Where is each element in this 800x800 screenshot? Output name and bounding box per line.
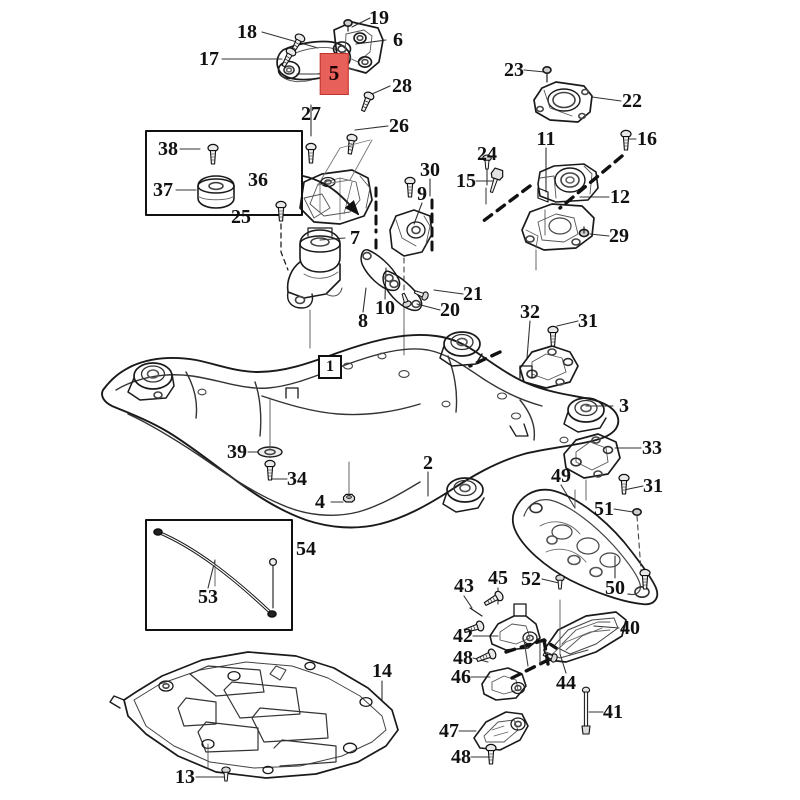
callout-33[interactable]: 33 [642, 437, 662, 459]
callout-3[interactable]: 3 [619, 395, 629, 417]
callout-25[interactable]: 25 [231, 206, 251, 228]
callout-37[interactable]: 37 [153, 179, 173, 201]
callout-51[interactable]: 51 [594, 498, 614, 520]
callout-7[interactable]: 7 [350, 227, 360, 249]
callout-34[interactable]: 34 [287, 468, 307, 490]
callout-15[interactable]: 15 [456, 170, 476, 192]
callout-27[interactable]: 27 [301, 103, 321, 125]
callout-19[interactable]: 19 [369, 7, 389, 29]
callout-6[interactable]: 6 [393, 29, 403, 51]
callout-21[interactable]: 21 [463, 283, 483, 305]
callout-47[interactable]: 47 [439, 720, 459, 742]
callout-36[interactable]: 36 [248, 169, 268, 191]
callout-49[interactable]: 49 [551, 465, 571, 487]
callout-52[interactable]: 52 [521, 568, 541, 590]
callout-8[interactable]: 8 [358, 310, 368, 332]
callout-18[interactable]: 18 [237, 21, 257, 43]
callout-48-upper[interactable]: 48 [453, 647, 473, 669]
callout-10[interactable]: 10 [375, 297, 395, 319]
callout-31-top[interactable]: 31 [578, 310, 598, 332]
callout-11[interactable]: 11 [536, 128, 556, 150]
callout-40[interactable]: 40 [620, 617, 640, 639]
callout-16[interactable]: 16 [637, 128, 657, 150]
callout-14[interactable]: 14 [372, 660, 392, 682]
callout-39[interactable]: 39 [227, 441, 247, 463]
callout-48-lower[interactable]: 48 [451, 746, 471, 768]
callout-5-highlighted[interactable]: 5 [319, 53, 349, 95]
callout-42[interactable]: 42 [453, 625, 473, 647]
callout-46[interactable]: 46 [451, 666, 471, 688]
callout-32[interactable]: 32 [520, 301, 540, 323]
callout-26[interactable]: 26 [389, 115, 409, 137]
callout-24[interactable]: 24 [477, 143, 497, 165]
callout-9[interactable]: 9 [417, 183, 427, 205]
callout-44[interactable]: 44 [556, 672, 576, 694]
callout-2[interactable]: 2 [423, 452, 433, 474]
callout-29[interactable]: 29 [609, 225, 629, 247]
callout-22[interactable]: 22 [622, 90, 642, 112]
callout-50[interactable]: 50 [605, 577, 625, 599]
callout-23[interactable]: 23 [504, 59, 524, 81]
callout-4[interactable]: 4 [315, 491, 325, 513]
callout-28[interactable]: 28 [392, 75, 412, 97]
callout-31-mid[interactable]: 31 [643, 475, 663, 497]
callout-30[interactable]: 30 [420, 159, 440, 181]
callout-41[interactable]: 41 [603, 701, 623, 723]
callout-45[interactable]: 45 [488, 567, 508, 589]
callout-13[interactable]: 13 [175, 766, 195, 788]
callout-54[interactable]: 54 [296, 538, 316, 560]
callout-53[interactable]: 53 [198, 586, 218, 608]
callout-43[interactable]: 43 [454, 575, 474, 597]
callout-17[interactable]: 17 [199, 48, 219, 70]
callout-12[interactable]: 12 [610, 186, 630, 208]
callout-38[interactable]: 38 [158, 138, 178, 160]
callout-20[interactable]: 20 [440, 299, 460, 321]
callout-1-boxed[interactable]: 1 [318, 355, 342, 379]
